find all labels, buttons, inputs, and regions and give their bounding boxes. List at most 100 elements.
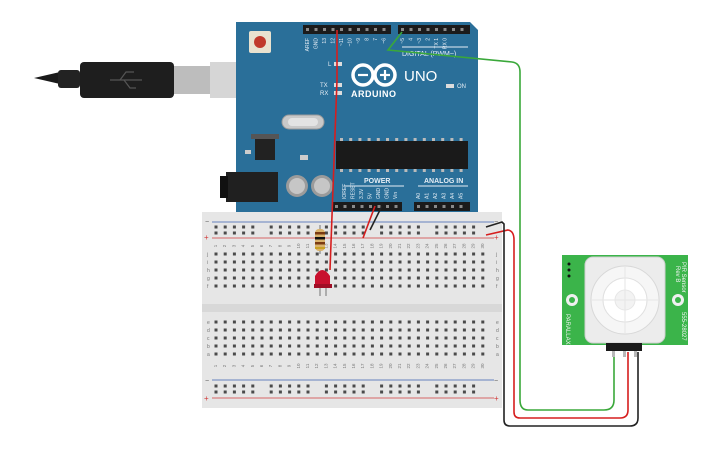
digital-header-left[interactable] bbox=[303, 25, 391, 34]
dc-power-jack[interactable] bbox=[220, 172, 278, 202]
usb-cable[interactable] bbox=[34, 62, 240, 98]
row-letter: c bbox=[496, 336, 499, 342]
rail-minus-top: − bbox=[205, 219, 209, 226]
rail-minus-top-right: − bbox=[494, 219, 498, 226]
pin-label: ~5 bbox=[400, 38, 406, 44]
column-number: 24 bbox=[425, 243, 430, 249]
column-number: 22 bbox=[406, 243, 411, 249]
column-number: 24 bbox=[425, 363, 430, 369]
wire-green-signal[interactable] bbox=[386, 31, 615, 411]
pin-label: 12 bbox=[331, 38, 337, 44]
crystal-oscillator bbox=[281, 114, 325, 130]
led-l-label: L bbox=[328, 62, 332, 68]
row-letter: i bbox=[496, 260, 497, 266]
row-letter: f bbox=[207, 284, 209, 290]
microcontroller-chip bbox=[336, 138, 468, 172]
arduino-brand-text: ARDUINO bbox=[351, 89, 397, 99]
pir-label-top: PIR Sensor bbox=[680, 262, 686, 293]
column-number: 8 bbox=[277, 244, 282, 247]
wire-black-ground[interactable] bbox=[485, 221, 639, 427]
column-number: 20 bbox=[388, 363, 393, 369]
reset-button[interactable] bbox=[249, 31, 271, 53]
row-letter: g bbox=[496, 276, 499, 282]
row-letter: j bbox=[495, 252, 497, 258]
rail-plus-bottom-right: + bbox=[494, 394, 499, 403]
pin-label: ~10 bbox=[348, 38, 354, 47]
column-number: 15 bbox=[342, 243, 347, 249]
column-number: 1 bbox=[213, 364, 218, 367]
row-letter: a bbox=[496, 352, 499, 358]
red-led[interactable] bbox=[314, 270, 332, 296]
pin-label: ~11 bbox=[339, 38, 345, 46]
pin-label: 13 bbox=[322, 38, 328, 44]
analog-header[interactable] bbox=[414, 202, 470, 211]
row-letter: c bbox=[207, 336, 210, 342]
pin-label: GND bbox=[314, 38, 320, 50]
power-header[interactable] bbox=[332, 202, 402, 211]
pir-sensor[interactable]: PIR Sensor Rev B 555-28027 PARALLAX bbox=[562, 255, 688, 357]
row-letter: i bbox=[207, 260, 208, 266]
column-number: 26 bbox=[443, 243, 448, 249]
column-number: 26 bbox=[443, 363, 448, 369]
wire-black-gnd[interactable] bbox=[369, 205, 383, 231]
pir-part-number: 555-28027 bbox=[680, 312, 686, 341]
pin-label: IOREF bbox=[342, 184, 348, 199]
column-number: 23 bbox=[415, 243, 420, 249]
wire-red-5v[interactable] bbox=[362, 205, 376, 239]
pin-label: A4 bbox=[450, 193, 456, 199]
power-led-label: ON bbox=[457, 84, 466, 90]
pin-label: ~6 bbox=[382, 38, 388, 44]
column-number: 17 bbox=[360, 243, 365, 249]
capacitor-1 bbox=[286, 175, 308, 197]
pin-label: ~9 bbox=[356, 38, 362, 44]
column-number: 13 bbox=[323, 363, 328, 369]
resistor[interactable] bbox=[315, 225, 325, 254]
led-tx-label: TX bbox=[320, 83, 328, 89]
column-number: 27 bbox=[452, 363, 457, 369]
column-number: 19 bbox=[379, 243, 384, 249]
pin-label: 8 bbox=[365, 38, 371, 41]
pin-label: 4 bbox=[409, 38, 415, 41]
capacitor-2 bbox=[311, 175, 333, 197]
column-number: 6 bbox=[259, 244, 264, 247]
column-number: 23 bbox=[415, 363, 420, 369]
column-number: 9 bbox=[287, 244, 292, 247]
column-number: 29 bbox=[471, 363, 476, 369]
pir-pin-header[interactable] bbox=[606, 343, 642, 357]
column-number: 14 bbox=[333, 363, 338, 369]
column-number: 2 bbox=[222, 364, 227, 367]
rail-plus-bottom: + bbox=[204, 394, 209, 403]
column-number: 29 bbox=[471, 243, 476, 249]
digital-header-right[interactable] bbox=[398, 25, 470, 34]
wire-red-led[interactable] bbox=[329, 30, 338, 271]
row-letter: h bbox=[496, 268, 499, 274]
pin-label: A5 bbox=[459, 193, 465, 199]
wire-red-power[interactable] bbox=[485, 229, 629, 419]
column-number: 12 bbox=[314, 363, 319, 369]
breadboard-holes[interactable] bbox=[214, 225, 485, 394]
pin-label: 3.3V bbox=[359, 188, 365, 199]
pin-label: A2 bbox=[433, 193, 439, 199]
column-number: 22 bbox=[406, 363, 411, 369]
column-number: 8 bbox=[277, 364, 282, 367]
column-number: 17 bbox=[360, 363, 365, 369]
row-letter: b bbox=[207, 344, 210, 350]
column-number: 13 bbox=[323, 243, 328, 249]
column-number: 4 bbox=[241, 364, 246, 367]
power-led bbox=[446, 84, 454, 88]
column-number: 10 bbox=[296, 363, 301, 369]
arduino-model-text: UNO bbox=[404, 68, 437, 85]
column-number: 18 bbox=[369, 243, 374, 249]
row-letter: e bbox=[207, 320, 210, 326]
breadboard[interactable]: − + − + − + − + 112233445566778899101011… bbox=[202, 212, 502, 408]
column-number: 30 bbox=[480, 243, 485, 249]
pin-label: AREF bbox=[305, 38, 311, 51]
pin-label: 5V bbox=[368, 192, 374, 199]
column-number: 6 bbox=[259, 364, 264, 367]
column-number: 4 bbox=[241, 244, 246, 247]
pin-label: TX 1 bbox=[434, 38, 440, 49]
